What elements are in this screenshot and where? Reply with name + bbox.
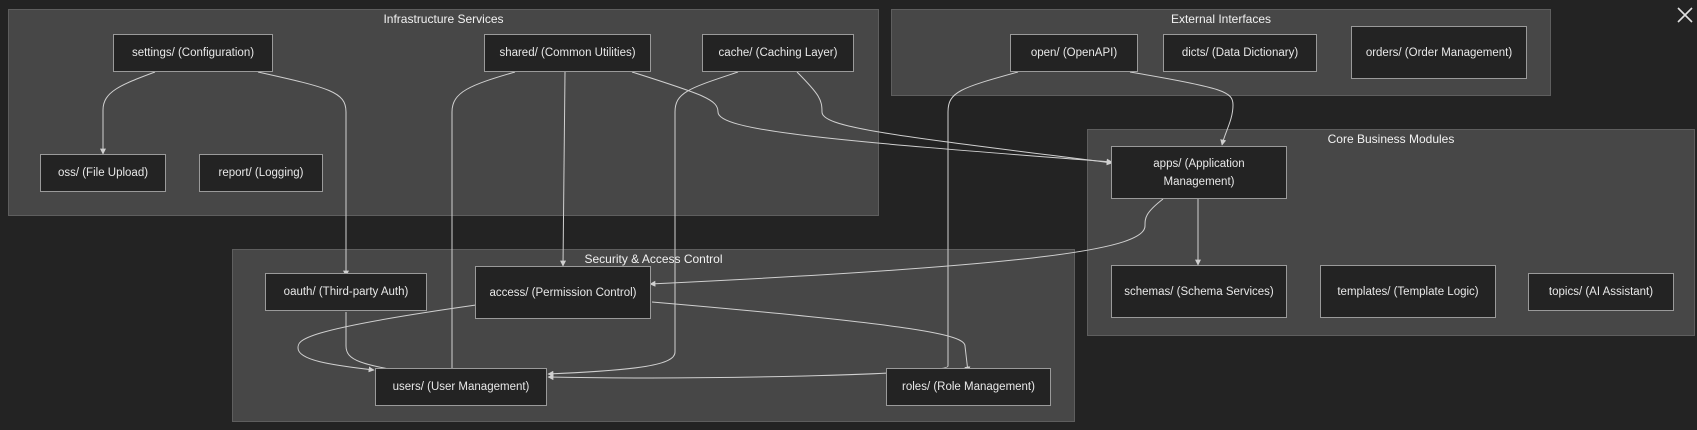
edge-cache-users [547,71,739,377]
node-label: schemas/ (Schema Services) [1124,285,1274,298]
node-dicts[interactable]: dicts/ (Data Dictionary) [1163,34,1317,72]
node-label: shared/ (Common Utilities) [499,47,636,59]
node-label: access/ (Permission Control) [489,286,637,299]
node-access[interactable]: access/ (Permission Control) [475,266,651,319]
node-schemas[interactable]: schemas/ (Schema Services) [1111,265,1287,318]
cluster-title: External Interfaces [1170,12,1272,26]
node-templates[interactable]: templates/ (Template Logic) [1320,265,1496,318]
edge-access-users [297,304,477,373]
node-oss[interactable]: oss/ (File Upload) [40,154,166,192]
cluster-title: Core Business Modules [1327,132,1455,146]
edge-settings-oss [100,71,156,155]
edge-shared-access [560,71,567,267]
node-label: report/ (Logging) [218,167,304,179]
node-label: topics/ (AI Assistant) [1548,286,1654,298]
node-report[interactable]: report/ (Logging) [199,154,323,192]
cluster-title: Security & Access Control [584,252,723,266]
edge-open-users [547,71,1019,381]
edge-shared-apps [631,71,1113,165]
node-orders[interactable]: orders/ (Order Management) [1351,26,1527,79]
edge-oauth-users [345,312,419,377]
node-label: orders/ (Order Management) [1365,46,1513,59]
node-apps[interactable]: apps/ (Application Management) [1111,146,1287,199]
edge-shared-users [449,71,516,375]
node-label: apps/ (Application Management) [1153,157,1245,188]
node-label: dicts/ (Data Dictionary) [1181,47,1299,59]
node-label: oauth/ (Third-party Auth) [283,286,409,298]
node-label: roles/ (Role Management) [902,381,1035,393]
node-roles[interactable]: roles/ (Role Management) [886,368,1051,406]
node-label: cache/ (Caching Layer) [718,47,838,59]
edge-apps-access [649,198,1164,287]
node-oauth[interactable]: oauth/ (Third-party Auth) [265,273,427,311]
node-label: templates/ (Template Logic) [1337,285,1479,298]
edge-access-roles [651,301,971,373]
edge-cache-apps [796,71,1113,166]
node-label: users/ (User Management) [392,381,530,393]
node-label: open/ (OpenAPI) [1030,47,1118,59]
node-shared[interactable]: shared/ (Common Utilities) [484,34,651,72]
cluster-title: Infrastructure Services [383,12,504,26]
close-button[interactable] [1676,6,1694,24]
node-open[interactable]: open/ (OpenAPI) [1010,34,1138,72]
node-settings[interactable]: settings/ (Configuration) [113,34,273,72]
close-icon [1677,7,1693,23]
node-label: settings/ (Configuration) [131,47,255,59]
edge-open-apps [1129,71,1234,146]
node-topics[interactable]: topics/ (AI Assistant) [1528,273,1674,311]
node-label: oss/ (File Upload) [57,167,149,179]
edge-settings-oauth [257,71,349,277]
node-cache[interactable]: cache/ (Caching Layer) [702,34,854,72]
node-users[interactable]: users/ (User Management) [375,368,547,406]
